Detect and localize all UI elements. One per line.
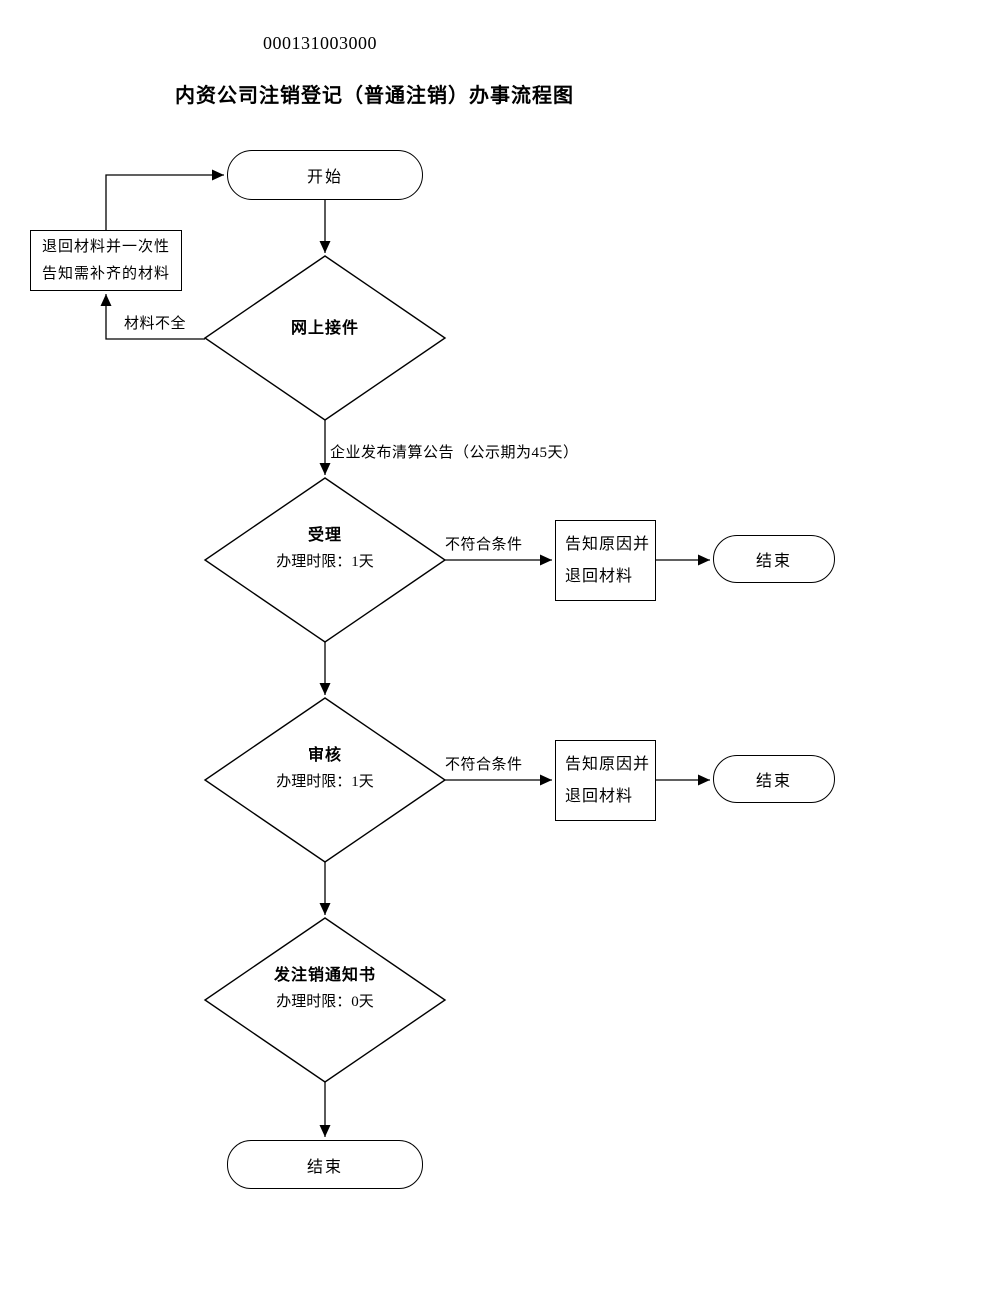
page-title: 内资公司注销登记（普通注销）办事流程图 xyxy=(175,85,574,107)
end-node-1: 结束 xyxy=(713,535,835,583)
review-label: 审核 xyxy=(307,747,342,764)
edge-label-not-meet-conditions-2: 不符合条件 xyxy=(445,757,523,773)
edge-label-materials-incomplete: 材料不全 xyxy=(124,316,187,332)
document-code: 000131003000 xyxy=(263,33,377,53)
end-node-bottom: 结束 xyxy=(227,1140,423,1189)
acceptance-text: 受理 办理时限：1天 xyxy=(205,522,445,576)
notify-reason-1-line2: 退回材料 xyxy=(565,568,634,585)
issue-notice-text: 发注销通知书 办理时限：0天 xyxy=(205,962,445,1016)
online-intake-label: 网上接件 xyxy=(290,320,359,337)
end-node-2-label: 结束 xyxy=(755,773,792,790)
notify-reason-box-2: 告知原因并 退回材料 xyxy=(555,740,656,821)
acceptance-label: 受理 xyxy=(307,527,342,544)
edge-label-liquidation-announcement: 企业发布清算公告（公示期为45天） xyxy=(330,445,579,461)
end-node-bottom-label: 结束 xyxy=(306,1158,343,1176)
return-materials-box: 退回材料并一次性 告知需补齐的材料 xyxy=(30,230,182,291)
start-node: 开始 xyxy=(227,150,423,200)
issue-notice-label: 发注销通知书 xyxy=(273,967,376,984)
end-node-2: 结束 xyxy=(713,755,835,803)
notify-reason-1-line1: 告知原因并 xyxy=(565,536,651,553)
start-node-label: 开始 xyxy=(306,169,343,186)
acceptance-time-limit: 办理时限：1天 xyxy=(276,554,374,570)
end-node-1-label: 结束 xyxy=(755,553,792,570)
edge-intake-to-returnbox xyxy=(100,294,205,340)
return-materials-line1: 退回材料并一次性 xyxy=(41,239,170,255)
edge-label-not-meet-conditions-1: 不符合条件 xyxy=(445,537,523,553)
notify-reason-box-1: 告知原因并 退回材料 xyxy=(555,520,656,601)
online-intake-text: 网上接件 xyxy=(205,315,445,342)
issue-notice-time-limit: 办理时限：0天 xyxy=(276,994,374,1010)
notify-reason-2-line1: 告知原因并 xyxy=(565,756,651,773)
review-text: 审核 办理时限：1天 xyxy=(205,742,445,796)
review-time-limit: 办理时限：1天 xyxy=(276,774,374,790)
notify-reason-2-line2: 退回材料 xyxy=(565,788,634,805)
return-materials-line2: 告知需补齐的材料 xyxy=(41,266,170,282)
edge-returnbox-to-start xyxy=(105,169,224,230)
